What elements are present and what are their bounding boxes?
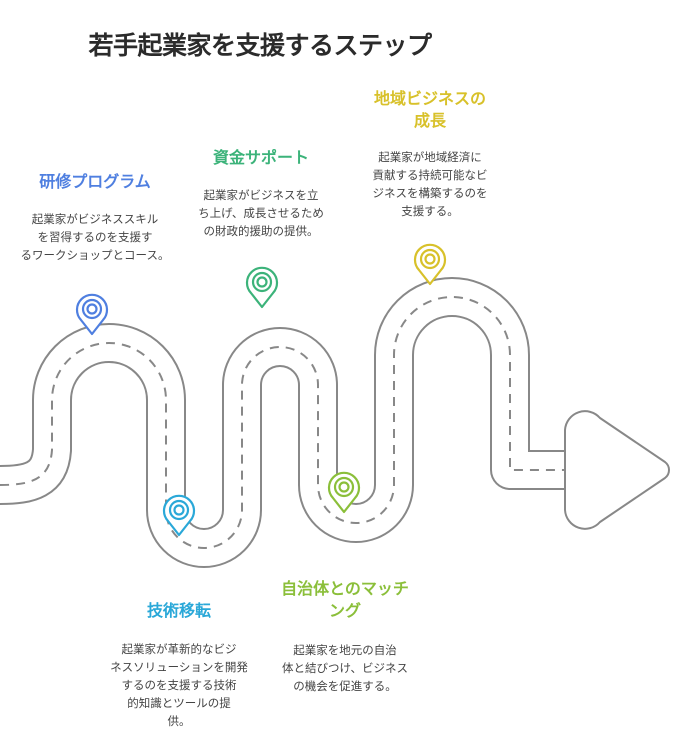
map-pin-icon xyxy=(327,471,361,514)
description-line: 体と結びつけ、ビジネス xyxy=(282,661,408,675)
description-line: 支援する。 xyxy=(401,204,459,218)
step-description-regional-growth: 起業家が地域経済に 貢献する持続可能なビ ジネスを構築するのを 支援する。 xyxy=(345,148,515,220)
title-line: ング xyxy=(328,601,361,620)
map-pin-icon xyxy=(75,293,109,336)
step-description-tech-transfer: 起業家が革新的なビジ ネスソリューションを開発 するのを支援する技術 的知識とツ… xyxy=(94,640,264,730)
description-line: ネスソリューションを開発 xyxy=(110,660,248,674)
description-line: の財政的援助の提供。 xyxy=(203,224,319,238)
step-title-regional-growth: 地域ビジネスの 成長 xyxy=(355,88,505,132)
step-title-local-matching: 自治体とのマッチ ング xyxy=(265,578,425,622)
description-line: 供。 xyxy=(167,714,191,728)
title-line: 自治体とのマッチ xyxy=(281,579,409,598)
step-title-training-program: 研修プログラム xyxy=(39,172,151,191)
step-title-funding-support: 資金サポート xyxy=(212,148,309,167)
map-pin-icon xyxy=(162,494,196,537)
map-pin-icon xyxy=(413,243,447,286)
step-title-tech-transfer: 技術移転 xyxy=(146,601,211,620)
step-description-funding-support: 起業家がビジネスを立 ち上げ、成長させるため の財政的援助の提供。 xyxy=(176,186,346,240)
title-line: 地域ビジネスの xyxy=(373,89,486,108)
description-line: 起業家がビジネスを立 xyxy=(203,188,319,202)
description-line: を習得するのを支援す xyxy=(37,230,153,244)
step-description-local-matching: 起業家を地元の自治 体と結びつけ、ビジネス の機会を促進する。 xyxy=(260,641,430,695)
description-line: 起業家を地元の自治 xyxy=(293,643,397,657)
description-line: 起業家が革新的なビジ xyxy=(121,642,237,656)
description-line: の機会を促進する。 xyxy=(293,679,397,693)
step-description-training-program: 起業家がビジネススキル を習得するのを支援す るワークショップとコース。 xyxy=(10,210,180,264)
road-arrow-head xyxy=(564,410,670,530)
description-line: 貢献する持続可能なビ xyxy=(372,168,488,182)
description-line: ジネスを構築するのを xyxy=(372,186,488,200)
map-pin-icon xyxy=(245,266,279,309)
title-line: 成長 xyxy=(413,111,446,130)
description-line: 的知識とツールの提 xyxy=(127,696,231,710)
description-line: 起業家がビジネススキル xyxy=(31,212,159,226)
description-line: 起業家が地域経済に xyxy=(378,150,482,164)
page-title: 若手起業家を支援するステップ xyxy=(88,31,432,60)
description-line: ち上げ、成長させるため xyxy=(198,206,324,220)
description-line: するのを支援する技術 xyxy=(121,678,237,692)
description-line: るワークショップとコース。 xyxy=(20,248,170,262)
